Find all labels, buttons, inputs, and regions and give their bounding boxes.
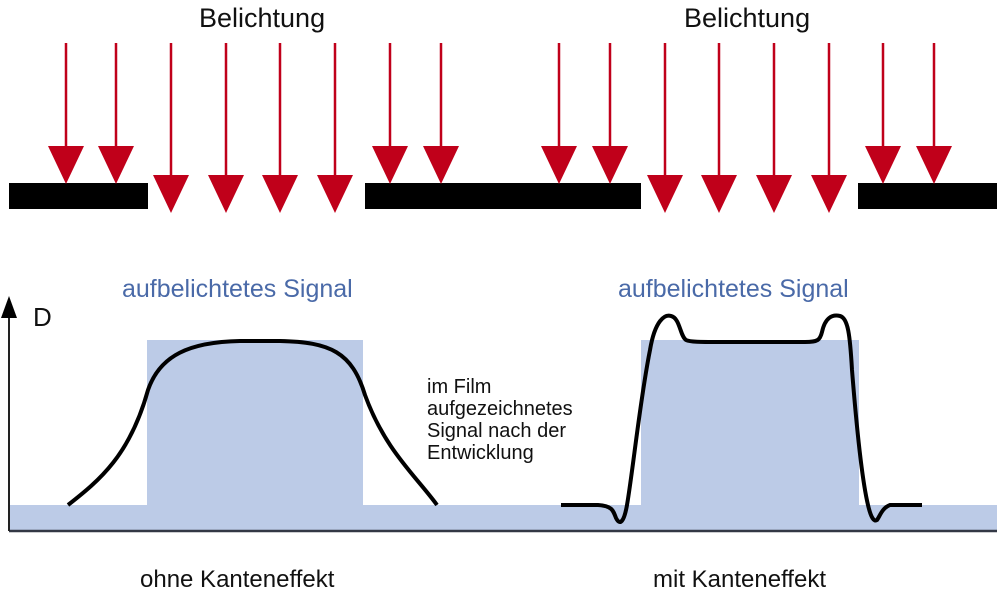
mask-bar-left xyxy=(9,183,148,209)
baseline-signal-band xyxy=(9,505,997,531)
arrow-head xyxy=(98,146,134,184)
arrow-head xyxy=(865,146,901,184)
arrow-head xyxy=(592,146,628,184)
arrow-head xyxy=(153,175,189,213)
exposed-signal-label-right: aufbelichtetes Signal xyxy=(618,275,849,303)
y-axis-arrowhead-icon xyxy=(1,296,17,318)
exposure-arrow-icon xyxy=(262,43,298,213)
exposure-arrow-icon xyxy=(647,43,683,213)
blocked-exposure-arrow-icon xyxy=(592,43,628,184)
blocked-exposure-arrow-icon xyxy=(98,43,134,184)
developed-signal-curve-without-edge-effect xyxy=(66,339,439,507)
arrow-head xyxy=(701,175,737,213)
arrow-head xyxy=(372,146,408,184)
caption-with-edge-effect: mit Kanteneffekt xyxy=(653,566,826,593)
exposed-signal-label-left: aufbelichtetes Signal xyxy=(122,275,353,303)
caption-without-edge-effect: ohne Kanteneffekt xyxy=(140,566,335,593)
exposure-arrows xyxy=(48,43,952,213)
arrow-head xyxy=(811,175,847,213)
exposure-arrow-icon xyxy=(756,43,792,213)
exposure-arrow-icon xyxy=(153,43,189,213)
developed-signal-curve-with-edge-effect xyxy=(561,313,922,524)
exposed-signal-right xyxy=(641,340,859,506)
exposure-arrow-icon xyxy=(208,43,244,213)
arrow-head xyxy=(423,146,459,184)
arrow-head xyxy=(647,175,683,213)
mask-bar-middle xyxy=(365,183,641,209)
exposure-arrow-icon xyxy=(317,43,353,213)
arrow-head xyxy=(208,175,244,213)
arrow-head xyxy=(756,175,792,213)
exposure-title-right: Belichtung xyxy=(684,3,811,33)
arrow-head xyxy=(541,146,577,184)
blocked-exposure-arrow-icon xyxy=(541,43,577,184)
blocked-exposure-arrow-icon xyxy=(865,43,901,184)
recorded-signal-note: im Film aufgezeichnetes Signal nach der … xyxy=(427,376,573,464)
exposure-arrow-icon xyxy=(701,43,737,213)
y-axis-label: D xyxy=(33,302,52,332)
blocked-exposure-arrow-icon xyxy=(916,43,952,184)
exposure-arrow-icon xyxy=(811,43,847,213)
exposed-signal-left xyxy=(147,340,363,506)
blocked-exposure-arrow-icon xyxy=(48,43,84,184)
arrow-head xyxy=(317,175,353,213)
exposure-title-left: Belichtung xyxy=(199,3,326,33)
arrow-head xyxy=(262,175,298,213)
mask-bar-right xyxy=(858,183,997,209)
blocked-exposure-arrow-icon xyxy=(423,43,459,184)
arrow-head xyxy=(916,146,952,184)
arrow-head xyxy=(48,146,84,184)
blocked-exposure-arrow-icon xyxy=(372,43,408,184)
